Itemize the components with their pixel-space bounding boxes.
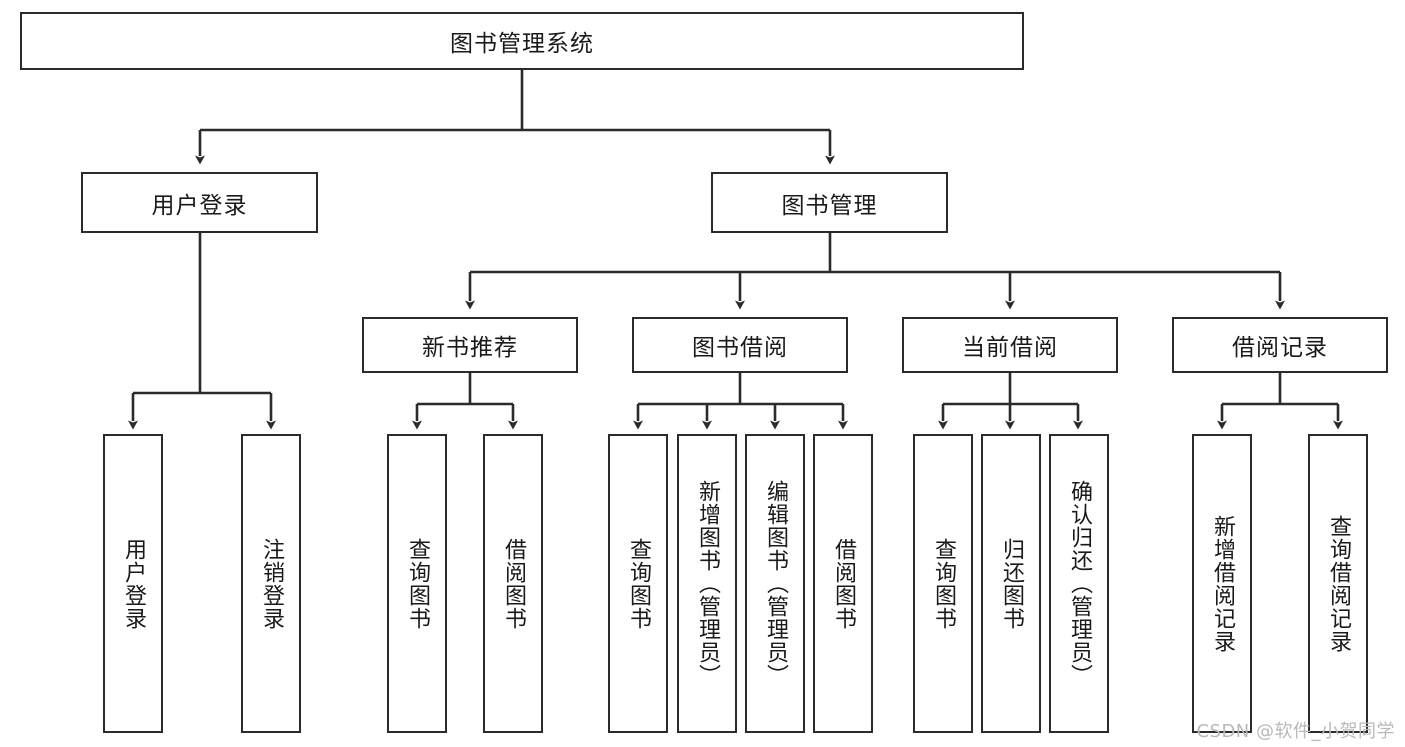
node-user-login[interactable]: 用户登录 [81,172,318,233]
node-book-management[interactable]: 图书管理 [711,172,948,233]
node-new-book-recommend-label: 新书推荐 [422,335,518,361]
leaf-return-book-label: 归还图书 [998,537,1024,630]
leaf-query-book-newbook-label: 查询图书 [404,537,430,630]
leaf-query-book-current-label: 查询图书 [930,537,956,630]
leaf-borrow-book-newbook[interactable]: 借阅图书 [483,434,543,733]
leaf-edit-book-admin[interactable]: 编辑图书（管理员） [745,434,805,733]
leaf-add-book-admin-label: 新增图书（管理员） [694,480,720,687]
leaf-return-book[interactable]: 归还图书 [981,434,1041,733]
csdn-watermark: CSDN @软件_小贺同学 [1196,721,1395,742]
leaf-logout-label: 注销登录 [258,537,284,630]
leaf-user-login-label: 用户登录 [120,537,146,630]
leaf-add-book-admin[interactable]: 新增图书（管理员） [677,434,737,733]
leaf-query-borrow-record-label: 查询借阅记录 [1325,514,1351,653]
node-borrow-records[interactable]: 借阅记录 [1172,317,1388,373]
node-current-borrow-label: 当前借阅 [962,335,1058,361]
leaf-query-book-newbook[interactable]: 查询图书 [387,434,447,733]
leaf-borrow-book-newbook-label: 借阅图书 [500,537,526,630]
node-root-label: 图书管理系统 [450,31,594,57]
leaf-borrow-book-label: 借阅图书 [830,537,856,630]
leaf-add-borrow-record-label: 新增借阅记录 [1209,514,1235,653]
leaf-confirm-return-admin[interactable]: 确认归还（管理员） [1049,434,1109,733]
leaf-query-book-current[interactable]: 查询图书 [913,434,973,733]
leaf-edit-book-admin-label: 编辑图书（管理员） [762,480,788,687]
leaf-borrow-book[interactable]: 借阅图书 [813,434,873,733]
leaf-query-borrow-record[interactable]: 查询借阅记录 [1308,434,1368,733]
leaf-add-borrow-record[interactable]: 新增借阅记录 [1192,434,1252,733]
leaf-user-login[interactable]: 用户登录 [103,434,163,733]
node-user-login-label: 用户登录 [151,192,248,219]
node-book-borrow[interactable]: 图书借阅 [632,317,848,373]
node-book-management-label: 图书管理 [781,192,878,219]
node-new-book-recommend[interactable]: 新书推荐 [362,317,578,373]
leaf-logout[interactable]: 注销登录 [241,434,301,733]
leaf-confirm-return-admin-label: 确认归还（管理员） [1066,480,1092,687]
leaf-query-book-borrow[interactable]: 查询图书 [608,434,668,733]
node-borrow-records-label: 借阅记录 [1232,335,1328,361]
node-root[interactable]: 图书管理系统 [20,12,1024,70]
node-book-borrow-label: 图书借阅 [692,335,788,361]
node-current-borrow[interactable]: 当前借阅 [902,317,1118,373]
leaf-query-book-borrow-label: 查询图书 [625,537,651,630]
